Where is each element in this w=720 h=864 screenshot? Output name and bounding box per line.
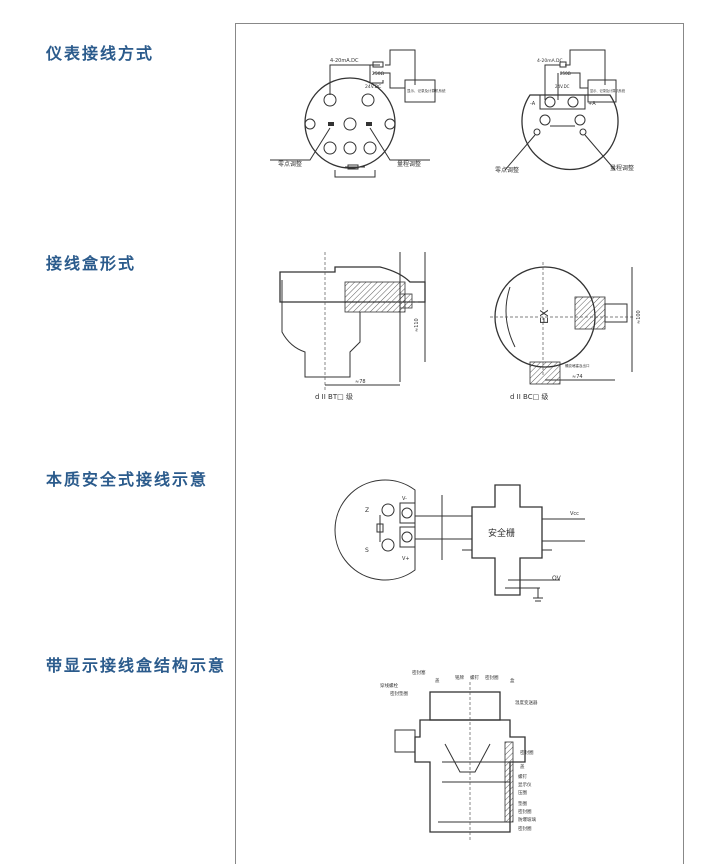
bc-width-dim: ≈74 — [572, 374, 583, 380]
label-explosion-glass: 防爆玻璃 — [518, 816, 536, 823]
label-display: 显示仪 — [518, 782, 532, 788]
label-seal-plug: 密封塞 — [412, 669, 426, 676]
v-plus-label: V+ — [402, 556, 410, 562]
ov-label: OV — [552, 575, 562, 582]
safety-barrier-label[interactable]: 安全栅 — [488, 527, 515, 539]
intrinsic-safety-diagram: Z S V- V+ 安全栅 Vcc OV — [334, 479, 585, 602]
span-adjust-label: 量程调整 — [397, 160, 421, 168]
bc-height-dim: ≈100 — [636, 310, 642, 324]
bt-height-dim: ≈110 — [414, 318, 420, 332]
label-seal-ring: 密封圈 — [485, 674, 499, 681]
bc-caption: d II BC□ 级 — [510, 392, 548, 401]
display-system-label: 显示、记录及计算机系统 — [407, 88, 446, 93]
vcc-label: Vcc — [570, 511, 579, 517]
junction-box-diagrams: ≈78 ≈110 d II BT□ 级 EX 螺纹堵塞及出口 ≈74 ≈100 … — [279, 252, 642, 401]
s-label: S — [365, 547, 369, 554]
section-title-intrinsic-safety: 本质安全式接线示意 — [46, 470, 209, 489]
label-cable-bolt: 穿线螺栓 — [380, 682, 398, 689]
label-screw: 螺钉 — [470, 674, 479, 681]
supply-label: 24V.DC — [365, 84, 381, 90]
label-seal-washer: 密封垫圈 — [390, 690, 408, 697]
resistor-label-right: 250Ω — [560, 71, 571, 76]
label-box: 盒 — [510, 677, 515, 684]
plus-a-label: +A — [588, 101, 596, 107]
junction-box-bc: EX 螺纹堵塞及出口 ≈74 ≈100 d II BC□ 级 — [490, 262, 642, 401]
label-cover-2: 盖 — [520, 763, 525, 770]
section-title-display-box: 带显示接线盒结构示意 — [46, 656, 227, 675]
minus-a-label: -A — [530, 101, 536, 107]
label-washer: 垫圈 — [518, 800, 527, 807]
terminal-wiring-right: 4-20mA.DC 250Ω 24V.DC 显示、记录及计算机系统 -A +A … — [495, 49, 634, 174]
label-seal-ring-3: 密封圈 — [518, 808, 532, 815]
z-label: Z — [365, 507, 369, 514]
display-system-label-right: 显示、记录及计算机系统 — [590, 88, 626, 93]
section-title-junction-box: 接线盒形式 — [46, 254, 137, 273]
supply-label-right: 24V.DC — [555, 84, 570, 89]
resistor-label: 250Ω — [372, 71, 385, 77]
label-screw-2: 螺钉 — [518, 773, 527, 780]
display-box-structure: 穿线螺栓 密封垫圈 密封塞 盖 铭牌 螺钉 密封圈 盒 温度变送器 密封圈 盖 … — [380, 669, 538, 840]
v-minus-label: V- — [402, 496, 407, 502]
label-seal-ring-2: 密封圈 — [520, 749, 534, 756]
diagram-frame — [235, 23, 684, 864]
bt-caption: d II BT□ 级 — [315, 392, 353, 401]
ex-mark: EX — [538, 309, 551, 324]
span-adjust-label-right: 量程调整 — [610, 164, 634, 172]
bt-width-dim: ≈78 — [355, 379, 366, 385]
section-title-wiring-method: 仪表接线方式 — [46, 44, 155, 63]
label-seal-ring-4: 密封圈 — [518, 825, 532, 832]
label-nameplate: 铭牌 — [455, 674, 464, 681]
label-press-ring: 压圈 — [518, 790, 527, 796]
bc-note: 螺纹堵塞及出口 — [565, 363, 590, 368]
label-transmitter: 温度变送器 — [515, 699, 538, 706]
current-label: 4-20mA.DC — [330, 58, 359, 64]
terminal-wiring-left: 4-20mA.DC 250Ω 24V.DC 显示、记录及计算机系统 零点调整 量… — [270, 49, 446, 178]
wiring-diagram: 4-20mA.DC 250Ω 24V.DC 显示、记录及计算机系统 零点调整 量… — [270, 49, 634, 178]
zero-adjust-label-right: 零点调整 — [495, 166, 519, 174]
junction-box-bt: ≈78 ≈110 d II BT□ 级 — [279, 252, 426, 401]
zero-adjust-label: 零点调整 — [278, 160, 302, 168]
current-label-right: 4-20mA.DC — [537, 58, 563, 64]
label-cover: 盖 — [435, 677, 440, 684]
